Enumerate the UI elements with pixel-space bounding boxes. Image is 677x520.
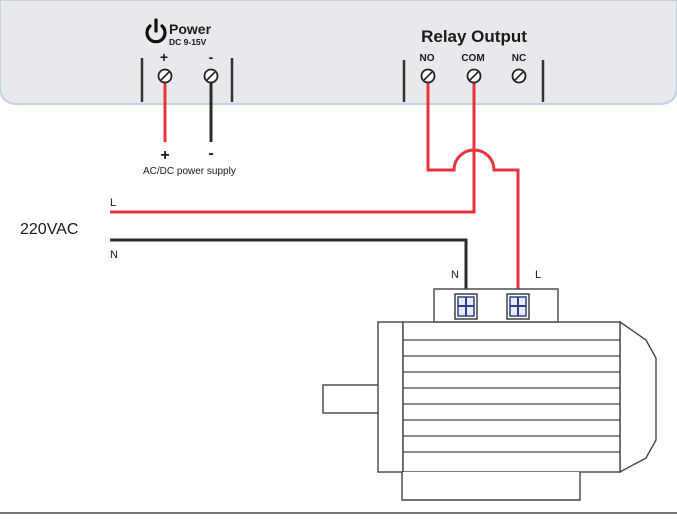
mains-neutral-label: N [110,249,118,261]
motor-terminal-n-label: N [451,269,459,281]
motor-fins [403,339,620,453]
relay-no-screw [420,68,436,84]
power-rating: DC 9-15V [169,37,207,47]
supply-label: AC/DC power supply [143,166,236,177]
mains-live-label: L [110,197,116,209]
relay-title: Relay Output [421,27,527,46]
motor-front-flange [377,321,404,473]
mains-voltage-label: 220VAC [20,221,78,238]
power-minus-label: - [209,49,214,65]
wire-mains-neutral [110,238,468,302]
power-title: Power [169,21,212,37]
motor-terminal-box [433,288,559,323]
relay-com-screw [466,68,482,84]
motor-rear-cap [619,320,657,474]
power-plus-label: + [160,49,168,65]
motor-shaft [322,384,380,414]
motor-terminal-l [506,293,530,320]
motor-terminal-l-label: L [535,269,541,281]
controller-panel [0,0,677,105]
motor-base [401,472,581,501]
motor-body [402,321,621,473]
relay-terminal-block [402,60,545,102]
motor [322,320,657,501]
relay-no-label: NO [420,53,435,64]
power-plus-screw [157,68,173,84]
supply-minus-label: - [208,145,213,162]
motor-terminal-n [454,293,478,320]
relay-com-label: COM [461,53,484,64]
power-minus-screw [203,68,219,84]
power-icon [145,18,167,44]
power-terminal-block [140,58,234,102]
supply-plus-label: + [160,147,169,164]
wire-no-to-motor [426,78,520,302]
relay-nc-screw [511,68,527,84]
wire-mains-live [110,78,476,214]
relay-nc-label: NC [512,53,526,64]
